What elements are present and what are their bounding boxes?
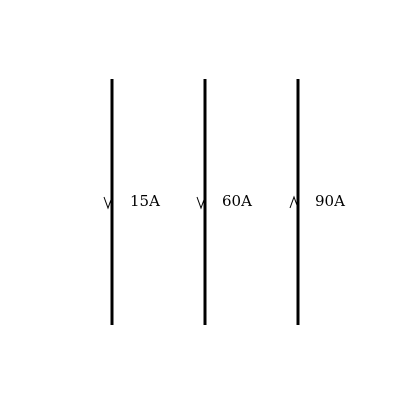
wire-2-direction-arrow [196, 196, 206, 210]
wire-3-current-label: 90A [315, 192, 345, 210]
wire-1-current-label: 15A [130, 192, 160, 210]
wire-2: 60A [196, 79, 252, 325]
wire-3-direction-arrow [289, 195, 299, 209]
wire-1-direction-arrow [103, 196, 113, 210]
wire-2-current-label: 60A [222, 192, 252, 210]
wire-1: 15A [103, 79, 160, 325]
wire-3: 90A [289, 79, 345, 325]
